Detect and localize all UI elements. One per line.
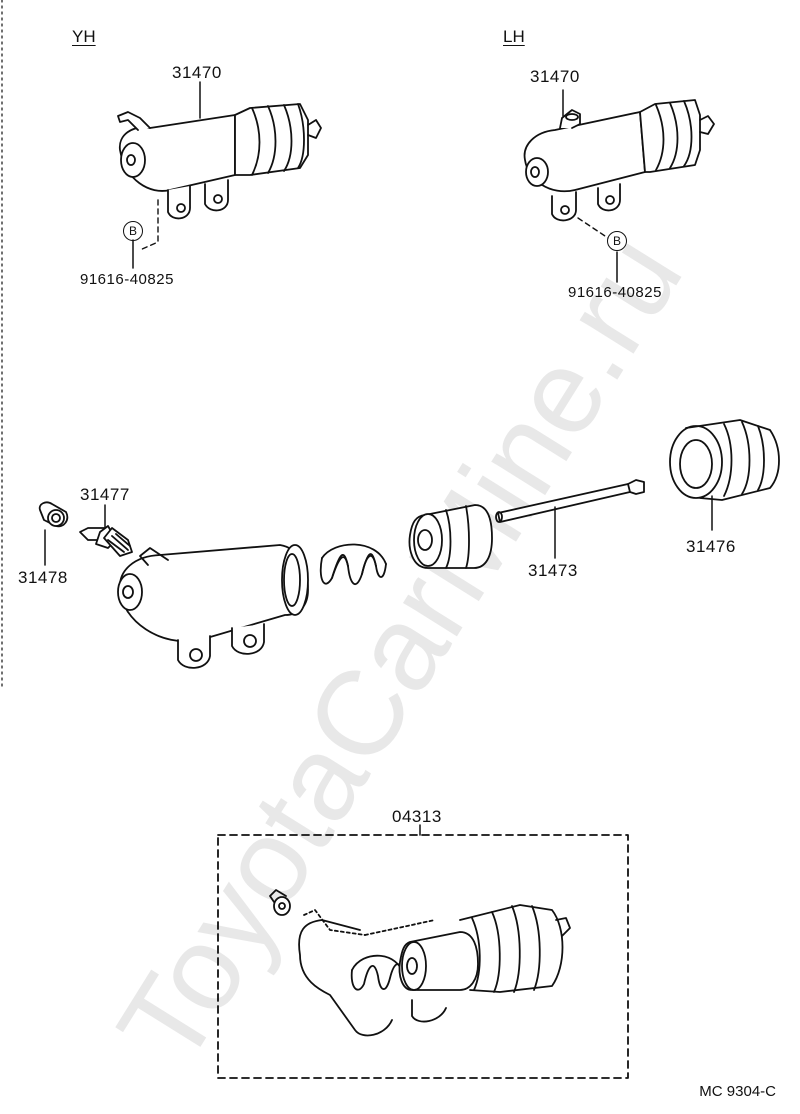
- part-label-boot: 31476: [686, 537, 736, 556]
- kit-boundary: [217, 834, 629, 1079]
- cylinder-body-part: [117, 544, 309, 669]
- part-label-push-rod: 31473: [528, 561, 578, 580]
- yh-release-cylinder: [117, 103, 322, 251]
- part-label-yh-cylinder: 31470: [172, 63, 222, 82]
- piston-part: [408, 504, 493, 569]
- part-label-bleeder-cap: 31478: [18, 568, 68, 587]
- callout-b-yh: B: [123, 221, 143, 241]
- variant-yh-heading: YH: [72, 27, 96, 46]
- part-label-yh-bolt: 91616-40825: [80, 271, 174, 288]
- callout-b-lh: B: [607, 231, 627, 251]
- part-label-lh-cylinder: 31470: [530, 67, 580, 86]
- lh-release-cylinder: [523, 99, 715, 239]
- part-label-lh-bolt: 91616-40825: [568, 284, 662, 301]
- boot-part: [669, 419, 780, 501]
- diagram-code: MC 9304-C: [699, 1083, 776, 1100]
- part-label-kit: 04313: [392, 807, 442, 826]
- kit-contents: [269, 889, 571, 1037]
- bleeder-cap-part: [38, 501, 69, 528]
- variant-lh-heading: LH: [503, 27, 525, 46]
- bleeder-plug-part: [79, 525, 133, 557]
- push-rod-part: [495, 479, 645, 523]
- part-label-bleeder-plug: 31477: [80, 485, 130, 504]
- spring-part: [319, 543, 387, 586]
